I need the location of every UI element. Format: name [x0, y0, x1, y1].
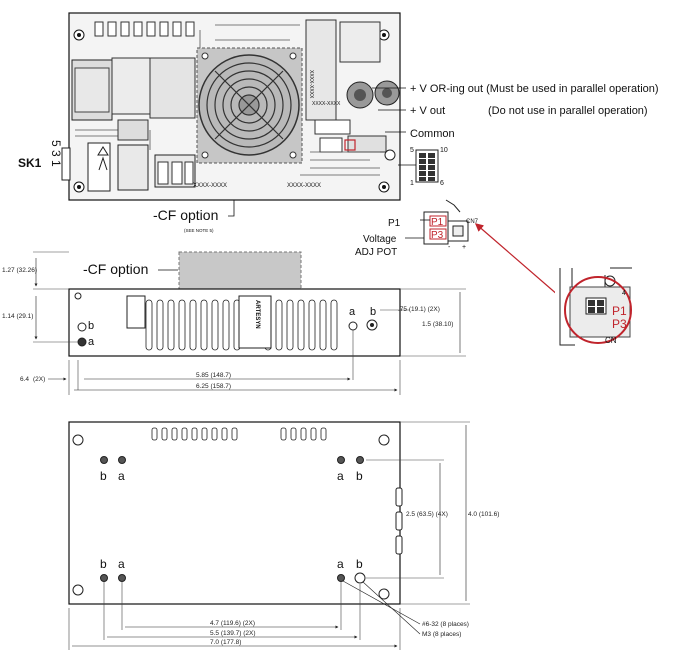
sk1-label: SK1 — [18, 156, 42, 170]
common-callout: Common — [410, 128, 455, 140]
side-hole — [348, 321, 358, 331]
small-components — [94, 21, 195, 141]
bottom-view: b a a b b a a b 2.5 (63.5) (4X) 4.0 (101… — [68, 421, 499, 650]
sk1-pins: 5 3 1 — [49, 140, 63, 167]
part-label: XXXX-XXXX — [312, 101, 341, 107]
p1-callout: P1 — [388, 218, 401, 229]
fan-icon — [198, 52, 300, 159]
hole-label: a — [118, 557, 125, 571]
cf-option-side-label: -CF option — [83, 261, 148, 277]
hole-label: b — [88, 320, 94, 332]
top-edge-slots — [151, 427, 327, 441]
mounting-holes — [100, 456, 366, 584]
detail-arrow — [474, 223, 567, 303]
dim-2-5: 2.5 (63.5) (4X) — [406, 511, 448, 518]
hole-label: b — [370, 306, 376, 318]
cf-option-fan-area — [178, 251, 302, 290]
p1-label: P1 — [431, 217, 444, 228]
cn7-label: CN7 — [466, 219, 479, 225]
zoom-cn: CN — [605, 336, 617, 345]
hole-label: a — [349, 306, 356, 318]
note-m3: M3 (8 places) — [422, 631, 461, 638]
chassis-bottom — [68, 421, 401, 605]
dim-height: 1.5 (38.10) — [422, 321, 453, 328]
dim-6-4-note: (2X) — [33, 376, 45, 383]
zoom-num: 4 — [622, 290, 626, 297]
fuse-holder — [87, 142, 111, 192]
plus-label: + — [462, 244, 466, 251]
zoom-p1: P1 — [612, 304, 627, 318]
side-view: -CF option ARTESYN b a b a — [2, 251, 466, 395]
see-note: (SEE NOTE 5) — [184, 228, 214, 233]
dim-4-7: 4.7 (119.6) (2X) — [210, 620, 255, 627]
side-hole — [77, 337, 87, 347]
hole-label: b — [356, 557, 363, 571]
v-out-callout: + V out — [410, 105, 445, 117]
top-view: XXXX-XXXX XXXX-XXXX XXXX-XXXX XXXX-XXXX … — [18, 12, 659, 258]
zoom-p3: P3 — [612, 317, 627, 331]
dim-6-4: 6.4 — [20, 376, 29, 383]
cf-option-label: -CF option — [153, 207, 218, 223]
vent-slots — [145, 299, 338, 351]
dim-1-14: 1.14 (29.1) — [2, 313, 33, 320]
v-out-note: (Do not use in parallel operation) — [488, 105, 648, 117]
zoom-circle — [564, 276, 632, 344]
part-label: XXXX-XXXX — [287, 183, 321, 189]
p3-label: P3 — [431, 230, 444, 241]
hole-label: a — [337, 557, 344, 571]
dim-4-0: 4.0 (101.6) — [468, 511, 499, 518]
dim-7-0: 7.0 (177.8) — [210, 639, 241, 646]
hole-label: b — [100, 469, 107, 483]
dim-hole: .75 (19.1) (2X) — [398, 306, 440, 313]
voltage-label: Voltage — [363, 234, 397, 245]
side-hole — [77, 322, 87, 332]
v-oring-out-callout: + V OR-ing out (Must be used in parallel… — [410, 83, 659, 95]
dim-6-25: 6.25 (158.7) — [196, 383, 231, 390]
dim-5-85: 5.85 (148.7) — [196, 372, 231, 379]
dim-1-27: 1.27 (32.26) — [2, 267, 37, 274]
note-6-32: #6-32 (8 places) — [422, 621, 469, 628]
pin-label: 1 — [410, 180, 414, 187]
cn7-detail — [420, 199, 469, 245]
side-connectors — [395, 487, 403, 555]
minus-label: - — [448, 244, 451, 251]
adj-pot-label: ADJ POT — [355, 247, 397, 258]
signal-connector — [398, 149, 439, 183]
dim-5-5: 5.5 (139.7) (2X) — [210, 630, 256, 637]
hole-label: b — [100, 557, 107, 571]
pin-label: 10 — [440, 147, 448, 154]
pin-label: 5 — [410, 147, 414, 154]
part-label: XXXX-XXXX — [308, 70, 314, 99]
hole-label: a — [337, 469, 344, 483]
zoom-detail — [555, 265, 635, 360]
sk1-connector — [61, 147, 71, 181]
artesyn-text: ARTESYN — [254, 300, 260, 329]
hole-label: a — [118, 469, 125, 483]
hole-label: a — [88, 336, 95, 348]
part-label: XXXX-XXXX — [193, 183, 227, 189]
product-label — [238, 295, 272, 349]
pin-label: 6 — [440, 180, 444, 187]
hole-label: b — [356, 469, 363, 483]
